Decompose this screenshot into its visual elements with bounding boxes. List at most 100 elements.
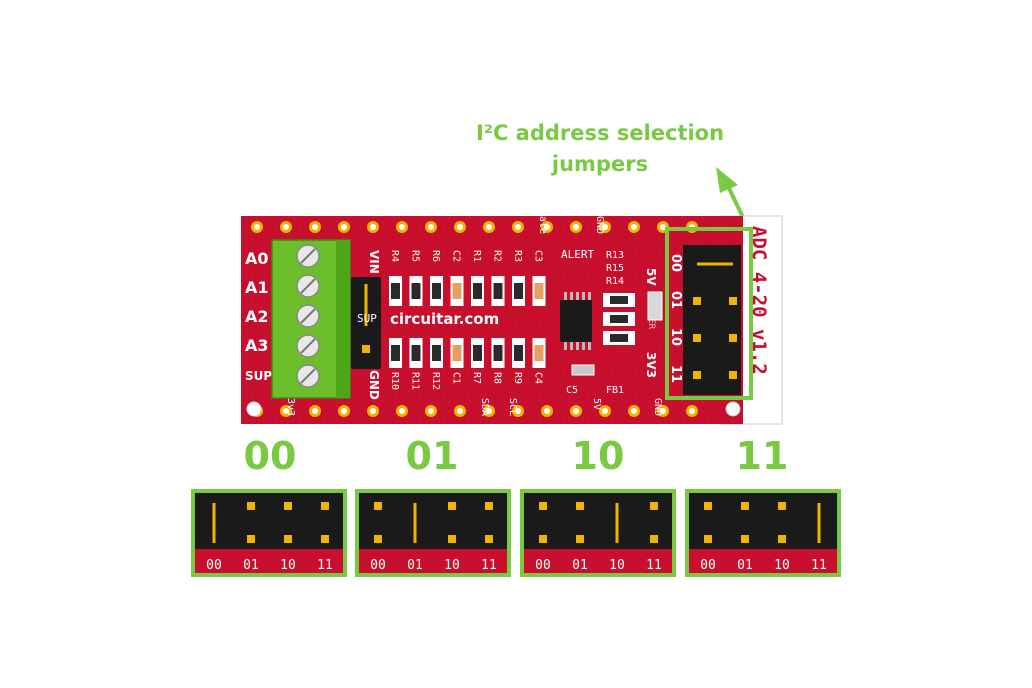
jumper-pin (741, 535, 749, 543)
jumper-position-label: 00 (535, 558, 551, 573)
top-edge-label-ale: ale (537, 216, 548, 234)
jumper-pin (247, 535, 255, 543)
jumper-code-label: 00 (668, 254, 683, 272)
jumper-pin (650, 535, 658, 543)
component-label: R1 (471, 250, 482, 262)
analog-label: A1 (245, 278, 269, 297)
jumper-pin (650, 502, 658, 510)
fb1-label: FB1 (606, 385, 624, 396)
jumper-pin (247, 502, 255, 510)
component-label: R5 (410, 250, 421, 262)
code-label-11: 11 (735, 434, 789, 478)
jumper-position-label: 11 (646, 558, 662, 573)
component-label: R3 (512, 250, 523, 262)
jumper-pin (778, 502, 786, 510)
top-edge-label-gnd: GND (594, 216, 605, 234)
jumper-pin (448, 502, 456, 510)
jumper-pin (741, 502, 749, 510)
jumper-position-label: 00 (206, 558, 222, 573)
component-label: C1 (451, 372, 462, 384)
code-label-01: 01 (405, 434, 459, 478)
c5-label: C5 (566, 385, 578, 396)
jumper-pin (374, 502, 382, 510)
terminal-block (271, 239, 351, 399)
5v-label: 5V (644, 268, 658, 286)
alert-label: ALERT (561, 248, 594, 261)
code-label-10: 10 (571, 434, 625, 478)
component-label: R11 (410, 372, 421, 390)
jumper-position-label: 10 (280, 558, 296, 573)
jumper-pin (576, 502, 584, 510)
3v3-label: 3V3 (644, 352, 658, 378)
jumper-pin (485, 535, 493, 543)
c5-capacitor (571, 364, 595, 376)
jumper-pin (576, 535, 584, 543)
component-label: R4 (389, 250, 400, 262)
jumper-pin (321, 502, 329, 510)
jumper-pin (448, 535, 456, 543)
callout-line-2: jumpers (551, 152, 649, 176)
code-label-00: 00 (243, 434, 297, 478)
jumper-pin (374, 535, 382, 543)
jumper-position-label: 01 (572, 558, 588, 573)
website-label: circuitar.com (390, 310, 499, 328)
component-label: C4 (533, 372, 544, 384)
jumper-position-label: 01 (407, 558, 423, 573)
adc-chip (560, 292, 592, 350)
vin-label: VIN (367, 250, 381, 274)
right-resistors (603, 293, 635, 345)
component-label: R12 (430, 372, 441, 390)
jumper-position-label: 01 (243, 558, 259, 573)
gnd-label: GND (367, 370, 381, 400)
callout-label: I²C address selection jumpers (440, 118, 760, 180)
jumper-code-label: 11 (668, 365, 683, 383)
jumper-pin (284, 535, 292, 543)
jumper-pin (704, 502, 712, 510)
jumper-position-label: 10 (609, 558, 625, 573)
bottom-edge-label: SDA (479, 398, 490, 416)
jumper-position-label: 11 (481, 558, 497, 573)
jumper-pin (485, 502, 493, 510)
component-label: C3 (533, 250, 544, 262)
power-led (647, 291, 663, 321)
bottom-edge-label: 5V (591, 398, 602, 410)
jumper-pin (539, 535, 547, 543)
component-label: R7 (471, 372, 482, 384)
top-pin-row (251, 221, 698, 233)
mount-hole-right (725, 401, 741, 417)
jumper-position-label: 00 (370, 558, 386, 573)
jumper-config-10: 00 01 10 11 (520, 489, 676, 577)
r15-label: R15 (606, 263, 624, 274)
jumper-pin (704, 535, 712, 543)
supply-select-header: VIN SUP GND (351, 250, 381, 400)
jumper-position-label: 11 (811, 558, 827, 573)
jumper-code-label: 10 (668, 328, 683, 346)
jumper-highlight-box (665, 227, 753, 400)
top-component-labels: R4 R5 R6 C2 R1 R2 R3 C3 (389, 250, 544, 262)
bottom-component-labels: R10 R11 R12 C1 R7 R8 R9 C4 (389, 372, 544, 390)
analog-label: SUP (245, 369, 272, 383)
top-components (389, 276, 546, 306)
jumper-pin (778, 535, 786, 543)
bottom-edge-label: 3v3 (285, 398, 296, 416)
jumper-position-label: 01 (737, 558, 753, 573)
jumper-position-label: 00 (700, 558, 716, 573)
component-label: R8 (492, 372, 503, 384)
jumper-position-label: 10 (444, 558, 460, 573)
component-label: R9 (512, 372, 523, 384)
callout-line-1: I²C address selection (475, 121, 725, 145)
r14-label: R14 (606, 276, 624, 287)
component-label: R10 (389, 372, 400, 390)
component-label: R6 (430, 250, 441, 262)
jumper-config-01: 00 01 10 11 (355, 489, 511, 577)
component-label: R2 (492, 250, 503, 262)
component-label: C2 (451, 250, 462, 262)
jumper-pin (321, 535, 329, 543)
jumper-pin (539, 502, 547, 510)
